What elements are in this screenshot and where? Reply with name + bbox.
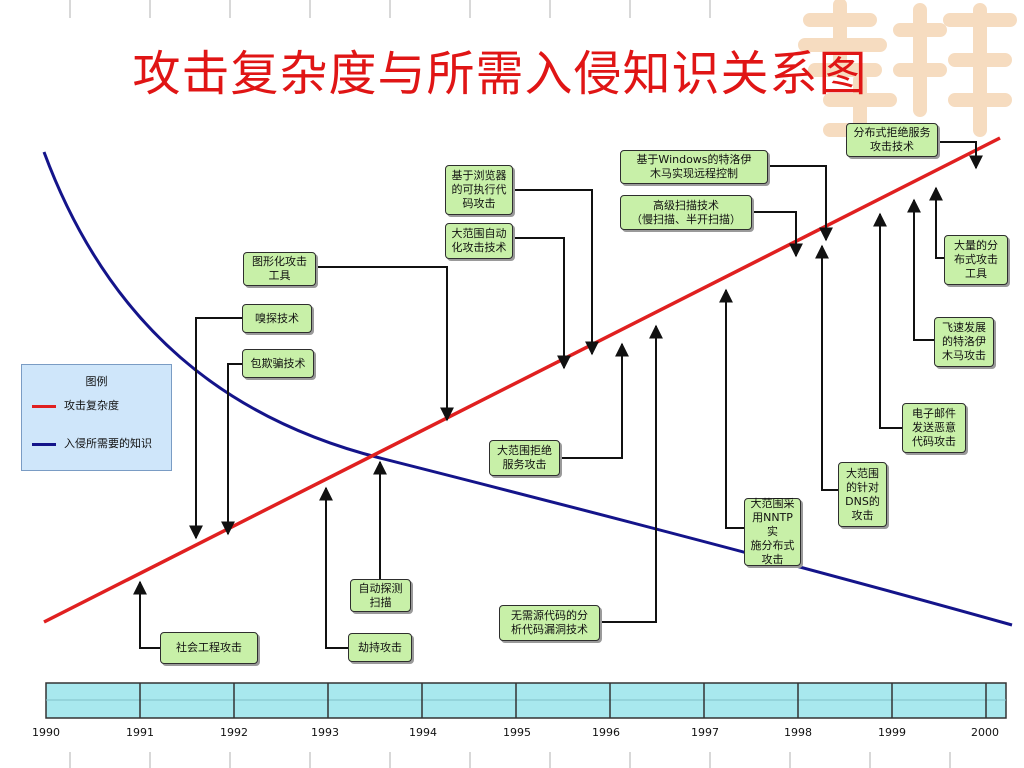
complexity-line [43, 136, 1001, 624]
event-email-malware: 电子邮件 发送恶意 代码攻击 [902, 403, 966, 453]
year-label-1991: 1991 [126, 726, 154, 739]
page-title: 攻击复杂度与所需入侵知识关系图 [132, 46, 868, 102]
event-hijacking: 劫持攻击 [348, 633, 412, 662]
bottom-ticks [69, 752, 951, 768]
event-advanced-scan: 高级扫描技术 （慢扫描、半开扫描） [620, 195, 752, 230]
year-label-1993: 1993 [311, 726, 339, 739]
year-label-1995: 1995 [503, 726, 531, 739]
knowledge-curve [42, 151, 1013, 627]
legend-panel: 图例 攻击复杂度 入侵所需要的知识 [21, 364, 172, 471]
event-auto-probing: 自动探测 扫描 [350, 579, 411, 612]
connectors [133, 141, 983, 649]
event-windows-trojan: 基于Windows的特洛伊 木马实现远程控制 [620, 150, 768, 184]
year-label-1994: 1994 [409, 726, 437, 739]
timeline-band [45, 682, 1007, 719]
event-nntp-distributed: 大范围采 用NNTP实 施分布式 攻击 [744, 497, 801, 566]
event-gui-attack-tools: 图形化攻击 工具 [243, 252, 316, 286]
year-label-1999: 1999 [878, 726, 906, 739]
top-ticks [69, 0, 711, 18]
year-label-1996: 1996 [592, 726, 620, 739]
event-dns-attack: 大范围 的针对 DNS的 攻击 [838, 462, 887, 527]
year-label-1990: 1990 [32, 726, 60, 739]
legend-swatch-red [32, 404, 56, 408]
legend-item-knowledge: 入侵所需要的知识 [32, 435, 152, 451]
legend-swatch-blue [32, 442, 56, 446]
event-no-source-analysis: 无需源代码的分 析代码漏洞技术 [499, 605, 600, 641]
legend-title: 图例 [85, 375, 108, 388]
event-ddos-tech: 分布式拒绝服务 攻击技术 [846, 123, 938, 157]
year-label-1992: 1992 [220, 726, 248, 739]
year-label-2000: 2000 [971, 726, 999, 739]
event-sniffing: 嗅探技术 [242, 304, 312, 333]
event-wide-dos: 大范围拒绝 服务攻击 [489, 440, 560, 476]
legend-label-complexity: 攻击复杂度 [64, 399, 119, 412]
event-social-engineering: 社会工程攻击 [160, 632, 258, 664]
event-packet-spoofing: 包欺骗技术 [242, 349, 314, 378]
event-wide-auto-attack: 大范围自动 化攻击技术 [445, 223, 513, 259]
event-distributed-tools: 大量的分 布式攻击 工具 [944, 235, 1008, 285]
legend-item-complexity: 攻击复杂度 [32, 397, 119, 413]
event-fast-trojan: 飞速发展 的特洛伊 木马攻击 [934, 317, 994, 367]
legend-label-knowledge: 入侵所需要的知识 [64, 437, 152, 450]
year-label-1997: 1997 [691, 726, 719, 739]
event-browser-exec-code: 基于浏览器 的可执行代 码攻击 [445, 165, 513, 215]
year-label-1998: 1998 [784, 726, 812, 739]
